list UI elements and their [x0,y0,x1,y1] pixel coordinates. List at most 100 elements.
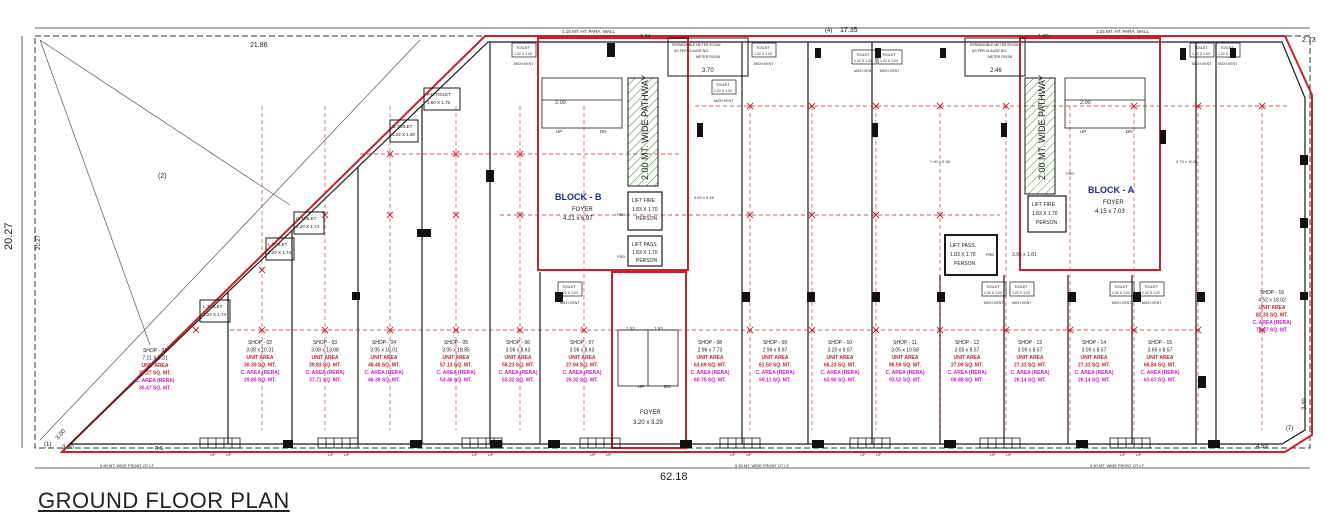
grid-marker-19 [808,102,816,110]
column-1 [352,292,360,300]
shop-14-line-4: C. AREA (RERA) [1074,370,1113,376]
entry-step-up2-6: UP [1006,452,1012,457]
grid-marker-3 [452,326,460,334]
shop-13-line-2: UNIT AREA [1016,355,1043,361]
shop-1-line-0: SHOP - 01 [143,348,167,354]
shop-4-line-2: UNIT AREA [370,355,397,361]
grid-marker-17 [516,150,524,158]
shop-2-line-1: 3.08 x 10.31 [246,348,274,354]
entry-step-up-0: UP [210,452,216,457]
left-tag: (2) [158,173,167,180]
grid-marker-5 [580,326,588,334]
svg-text:TOILET: TOILET [756,45,770,50]
dim-left-height: 20.27 [3,222,15,250]
svg-text:1.83 X 1.70: 1.83 X 1.70 [950,252,976,258]
svg-text:TOILET: TOILET [516,45,530,50]
dim-right: 2.73 [1302,37,1316,44]
grid-marker-35 [192,326,200,334]
svg-text:1.22 X 1.50: 1.22 X 1.50 [392,132,416,137]
column-17 [1197,292,1205,302]
column-7 [742,292,750,302]
shop-6-line-3: 56.23 SQ. MT. [502,363,535,369]
svg-text:3.70: 3.70 [702,68,714,74]
svg-text:PERSON: PERSON [954,261,976,267]
column-4 [555,292,563,302]
shop-3-line-0: SHOP - 03 [313,340,337,346]
grid-marker-20 [872,102,880,110]
dim-left-height-inner: 20.27 [36,234,42,250]
shop-10-line-2: UNIT AREA [826,355,853,361]
grid-marker-27 [386,211,394,219]
entry-step-up2-7: UP [1136,452,1142,457]
structural-columns [283,43,1308,448]
shop-7-line-5: 26.32 SQ. MT. [566,378,599,384]
column-14 [1001,123,1007,137]
shop-4-line-5: 46.39 SQ. MT. [368,378,401,384]
dim-d5: 3.95 x 1.81 [1012,252,1037,258]
svg-text:LIFT FIRE: LIFT FIRE [632,198,656,204]
front-ot-right: 0.90 MT. WIDE FRONT OT LT. [1090,463,1144,468]
column-0 [283,440,293,448]
svg-text:PERSON: PERSON [636,258,658,264]
pathway-b: 2.00 MT. WIDE PATHWAY [640,75,650,180]
shop-7-line-3: 27.94 SQ. MT. [566,363,599,369]
meter-room-a: PERMISSIBLE METER ROOM AS PER CLAUSE NO.… [970,43,1019,74]
grid-marker-25 [1258,102,1266,110]
column-33 [1160,130,1166,144]
shop-10-line-4: C. AREA (RERA) [820,370,859,376]
shop-6-line-0: SHOP - 06 [506,340,530,346]
svg-text:1.22 X 1.22: 1.22 X 1.22 [880,59,898,63]
shop-1-line-5: 35.47 SQ. MT. [139,386,172,392]
entry-step-up2-4: UP [746,452,752,457]
toilet-l1: L.TOILET [268,242,288,247]
grid-marker-2 [386,326,394,334]
shop-11-line-2: UNIT AREA [891,355,918,361]
entry-step-up2-5: UP [876,452,882,457]
shop-5-line-3: 57.13 SQ. MT. [440,363,473,369]
svg-text:2.46: 2.46 [990,68,1002,74]
svg-text:METER ROOM: METER ROOM [696,55,720,59]
column-8 [807,292,815,302]
stair-up-a: UP [1080,129,1086,134]
shop-12-line-5: 08.88 SQ. MT. [951,378,984,384]
svg-text:1.22 X 1.22: 1.22 X 1.22 [984,291,1002,295]
stair-dn-a: DN [1126,129,1133,134]
svg-text:TOILET: TOILET [1194,45,1208,50]
shop-15-line-0: SHOP - 15 [1148,340,1172,346]
shop-15-line-3: 66.84 SQ. MT. [1144,363,1177,369]
svg-text:TOILET: TOILET [856,52,870,57]
svg-text:MICH.VENT: MICH.VENT [1192,62,1212,66]
shop-12-line-0: SHOP - 12 [955,340,979,346]
svg-text:1.22 X 1.74: 1.22 X 1.74 [268,250,292,255]
shop-4-line-0: SHOP - 04 [372,340,396,346]
shop-10-line-1: 3.20 x 9.97 [828,348,853,354]
grid-marker-33 [936,211,944,219]
column-24 [548,440,560,448]
grid-marker-18 [746,102,754,110]
shop-15-line-4: C. AREA (RERA) [1140,370,1179,376]
svg-text:METER ROOM: METER ROOM [988,55,1012,59]
shop-13-line-0: SHOP - 13 [1018,340,1042,346]
svg-text:1.22 X 1.22: 1.22 X 1.22 [1192,52,1210,56]
entry-step-up2-3: UP [606,452,612,457]
svg-text:1.20 X 1.74: 1.20 X 1.74 [296,224,320,229]
shop-16-line-5: 78.47 SQ. MT. [1256,328,1289,334]
stair-up-foyer: UP [638,384,644,389]
column-16 [1133,292,1141,302]
shop-14-line-2: UNIT AREA [1080,355,1107,361]
shop-12-line-1: 3.05 x 8.57 [955,348,980,354]
svg-text:1.22 X 1.22: 1.22 X 1.22 [854,59,872,63]
